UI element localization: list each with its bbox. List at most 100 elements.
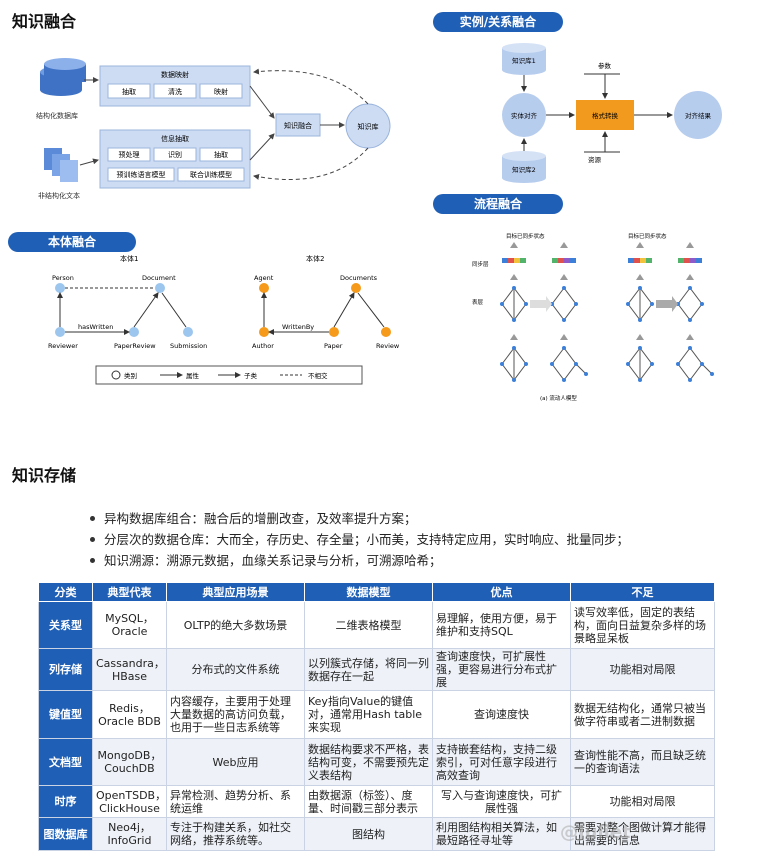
onto1-node: PaperReview [114,342,156,350]
table-cell: 需要对整个图做计算才能得出需要的信息 [570,817,715,851]
bullet-item: 知识溯源：溯源元数据，血缘关系记录与分析，可溯源哈希； [88,550,629,571]
table-header: 优点 [432,582,571,602]
table-cell: 图结构 [304,817,433,851]
onto2-node: Paper [324,342,343,350]
result-label: 对齐结果 [685,111,712,120]
kf-label: 知识融合 [284,121,312,130]
watermark: @Juliet [560,822,631,843]
table-cell: 以列簇式存储，将同一列数据存在一起 [304,648,433,691]
table-cell: Cassandra，HBase [92,648,167,691]
storage-comparison-table: 分类 典型代表 典型应用场景 数据模型 优点 不足 关系型 MySQL，Orac… [38,582,715,851]
table-header: 不足 [570,582,715,602]
table-cell: 图数据库 [38,817,93,851]
document-icon [44,148,78,182]
table-header: 典型代表 [92,582,167,602]
onto1-node: Reviewer [48,342,78,350]
table-row: 键值型 Redis，Oracle BDB 内容缓存，主要用于处理大量数据的高访问… [38,690,715,739]
table-cell: 查询性能不高，而且缺乏统一的查询语法 [570,738,715,786]
pill-process: 流程融合 [433,194,563,214]
fusion-diagram: 结构化数据库 非结构化文本 数据映射 抽取 清洗 映射 信息抽取 预处理 识别 … [36,58,391,200]
table-cell: 关系型 [38,601,93,649]
table-cell: Web应用 [166,738,305,786]
mapping-title: 数据映射 [161,70,189,79]
section-title-storage: 知识存储 [12,466,77,485]
table-cell: 查询速度快，可扩展性强，更容易进行分布式扩展 [432,648,571,691]
table-row: 时序 OpenTSDB，ClickHouse 异常检测、趋势分析、系统运维 由数… [38,785,715,818]
ontology2-label: 本体2 [306,254,324,263]
table-cell: 支持嵌套结构，支持二级索引，可对任意字段进行高效查询 [432,738,571,786]
onto2-node: Documents [340,274,378,282]
legend-item: 不相交 [308,371,328,380]
mapping-item: 映射 [214,87,228,96]
table-cell: 专注于构建关系，如社交网络，推荐系统等。 [166,817,305,851]
params-label: 参数 [598,61,612,70]
table-cell: Redis，Oracle BDB [92,690,167,739]
extract-item: 联合训练模型 [190,170,232,179]
table-row: 图数据库 Neo4j，InfoGrid 专注于构建关系，如社交网络，推荐系统等。… [38,817,715,851]
table-cell: 读写效率低，固定的表结构，面向日益复杂多样的场景略显呆板 [570,601,715,649]
extract-item: 预训练语言模型 [117,170,166,179]
table-cell: 数据无结构化，通常只被当做字符串或者二进制数据 [570,690,715,739]
table-cell: 内容缓存，主要用于处理大量数据的高访问负载，也用于一些日志系统等 [166,690,305,739]
table-cell: 由数据源（标签）、度量、时间戳三部分表示 [304,785,433,818]
table-cell: OpenTSDB，ClickHouse [92,785,167,818]
structured-label: 结构化数据库 [36,111,78,120]
table-row: 文档型 MongoDB，CouchDB Web应用 数据结构要求不严格，表结构可… [38,738,715,786]
kb2-label: 知识库2 [512,165,536,174]
section-title-fusion: 知识融合 [12,12,77,31]
kb-label: 知识库 [358,122,379,131]
table-cell: 查询速度快 [432,690,571,739]
pill-ontology: 本体融合 [8,232,136,252]
table-cell: 文档型 [38,738,93,786]
onto2-node: Review [376,342,400,350]
resource-label: 资源 [588,155,602,164]
pill-instance: 实例/关系融合 [433,12,563,32]
table-cell: 键值型 [38,690,93,739]
onto1-edge: hasWritten [78,323,113,331]
legend-item: 子类 [244,371,258,380]
bullet-item: 分层次的数据仓库：大而全，存历史、存全量；小而美，支持特定应用，实时响应、批量同… [88,529,629,550]
extract-title: 信息抽取 [161,134,189,143]
table-cell: MySQL，Oracle [92,601,167,649]
extract-item: 抽取 [214,150,228,159]
table-cell: 写入与查询速度快，可扩展性强 [432,785,571,818]
onto2-edge: WrittenBy [282,323,314,331]
onto1-node: Submission [170,342,207,350]
onto2-node: Author [252,342,274,350]
table-header: 典型应用场景 [166,582,305,602]
mapping-item: 清洗 [168,87,182,96]
extract-item: 预处理 [119,150,140,159]
kb1-label: 知识库1 [512,56,536,65]
align-label: 实体对齐 [511,111,538,120]
table-cell: 二维表格模型 [304,601,433,649]
table-header-row: 分类 典型代表 典型应用场景 数据模型 优点 不足 [38,582,715,602]
table-cell: 分布式的文件系统 [166,648,305,691]
table-cell: 功能相对局限 [570,785,715,818]
database-icon [40,58,86,96]
bullet-item: 异构数据库组合：融合后的增删改查，及效率提升方案； [88,508,629,529]
table-cell: Neo4j，InfoGrid [92,817,167,851]
table-cell: 易理解，使用方便，易于维护和支持SQL [432,601,571,649]
table-cell: Key指向Value的键值对，通常用Hash table来实现 [304,690,433,739]
table-cell: 异常检测、趋势分析、系统运维 [166,785,305,818]
convert-label: 格式转换 [592,111,619,120]
table-cell: 数据结构要求不严格，表结构可变，不需要预先定义表结构 [304,738,433,786]
storage-bullets: 异构数据库组合：融合后的增删改查，及效率提升方案； 分层次的数据仓库：大而全，存… [88,508,629,571]
ontology-diagram: 本体1 本体2 Person Document Reviewer PaperRe… [48,254,400,385]
legend-item: 属性 [186,371,200,380]
instance-diagram: 知识库1 实体对齐 知识库2 格式转换 对齐结果 参数 资源 [502,43,722,183]
ontology1-label: 本体1 [120,254,138,263]
table-cell: 时序 [38,785,93,818]
onto1-node: Person [52,274,74,282]
process-col-label: 目标已同步状态 [628,232,667,240]
process-row-label: 同步层 [472,261,489,268]
table-header: 数据模型 [304,582,433,602]
legend-item: 类别 [124,371,137,380]
process-caption: (a) 流动人模型 [540,394,577,402]
table-row: 关系型 MySQL，Oracle OLTP的绝大多数场景 二维表格模型 易理解，… [38,601,715,649]
unstructured-label: 非结构化文本 [38,191,80,200]
table-cell: MongoDB，CouchDB [92,738,167,786]
table-cell: 利用图结构相关算法，如最短路径寻址等 [432,817,571,851]
onto2-node: Agent [254,274,274,282]
table-cell: 列存储 [38,648,93,691]
